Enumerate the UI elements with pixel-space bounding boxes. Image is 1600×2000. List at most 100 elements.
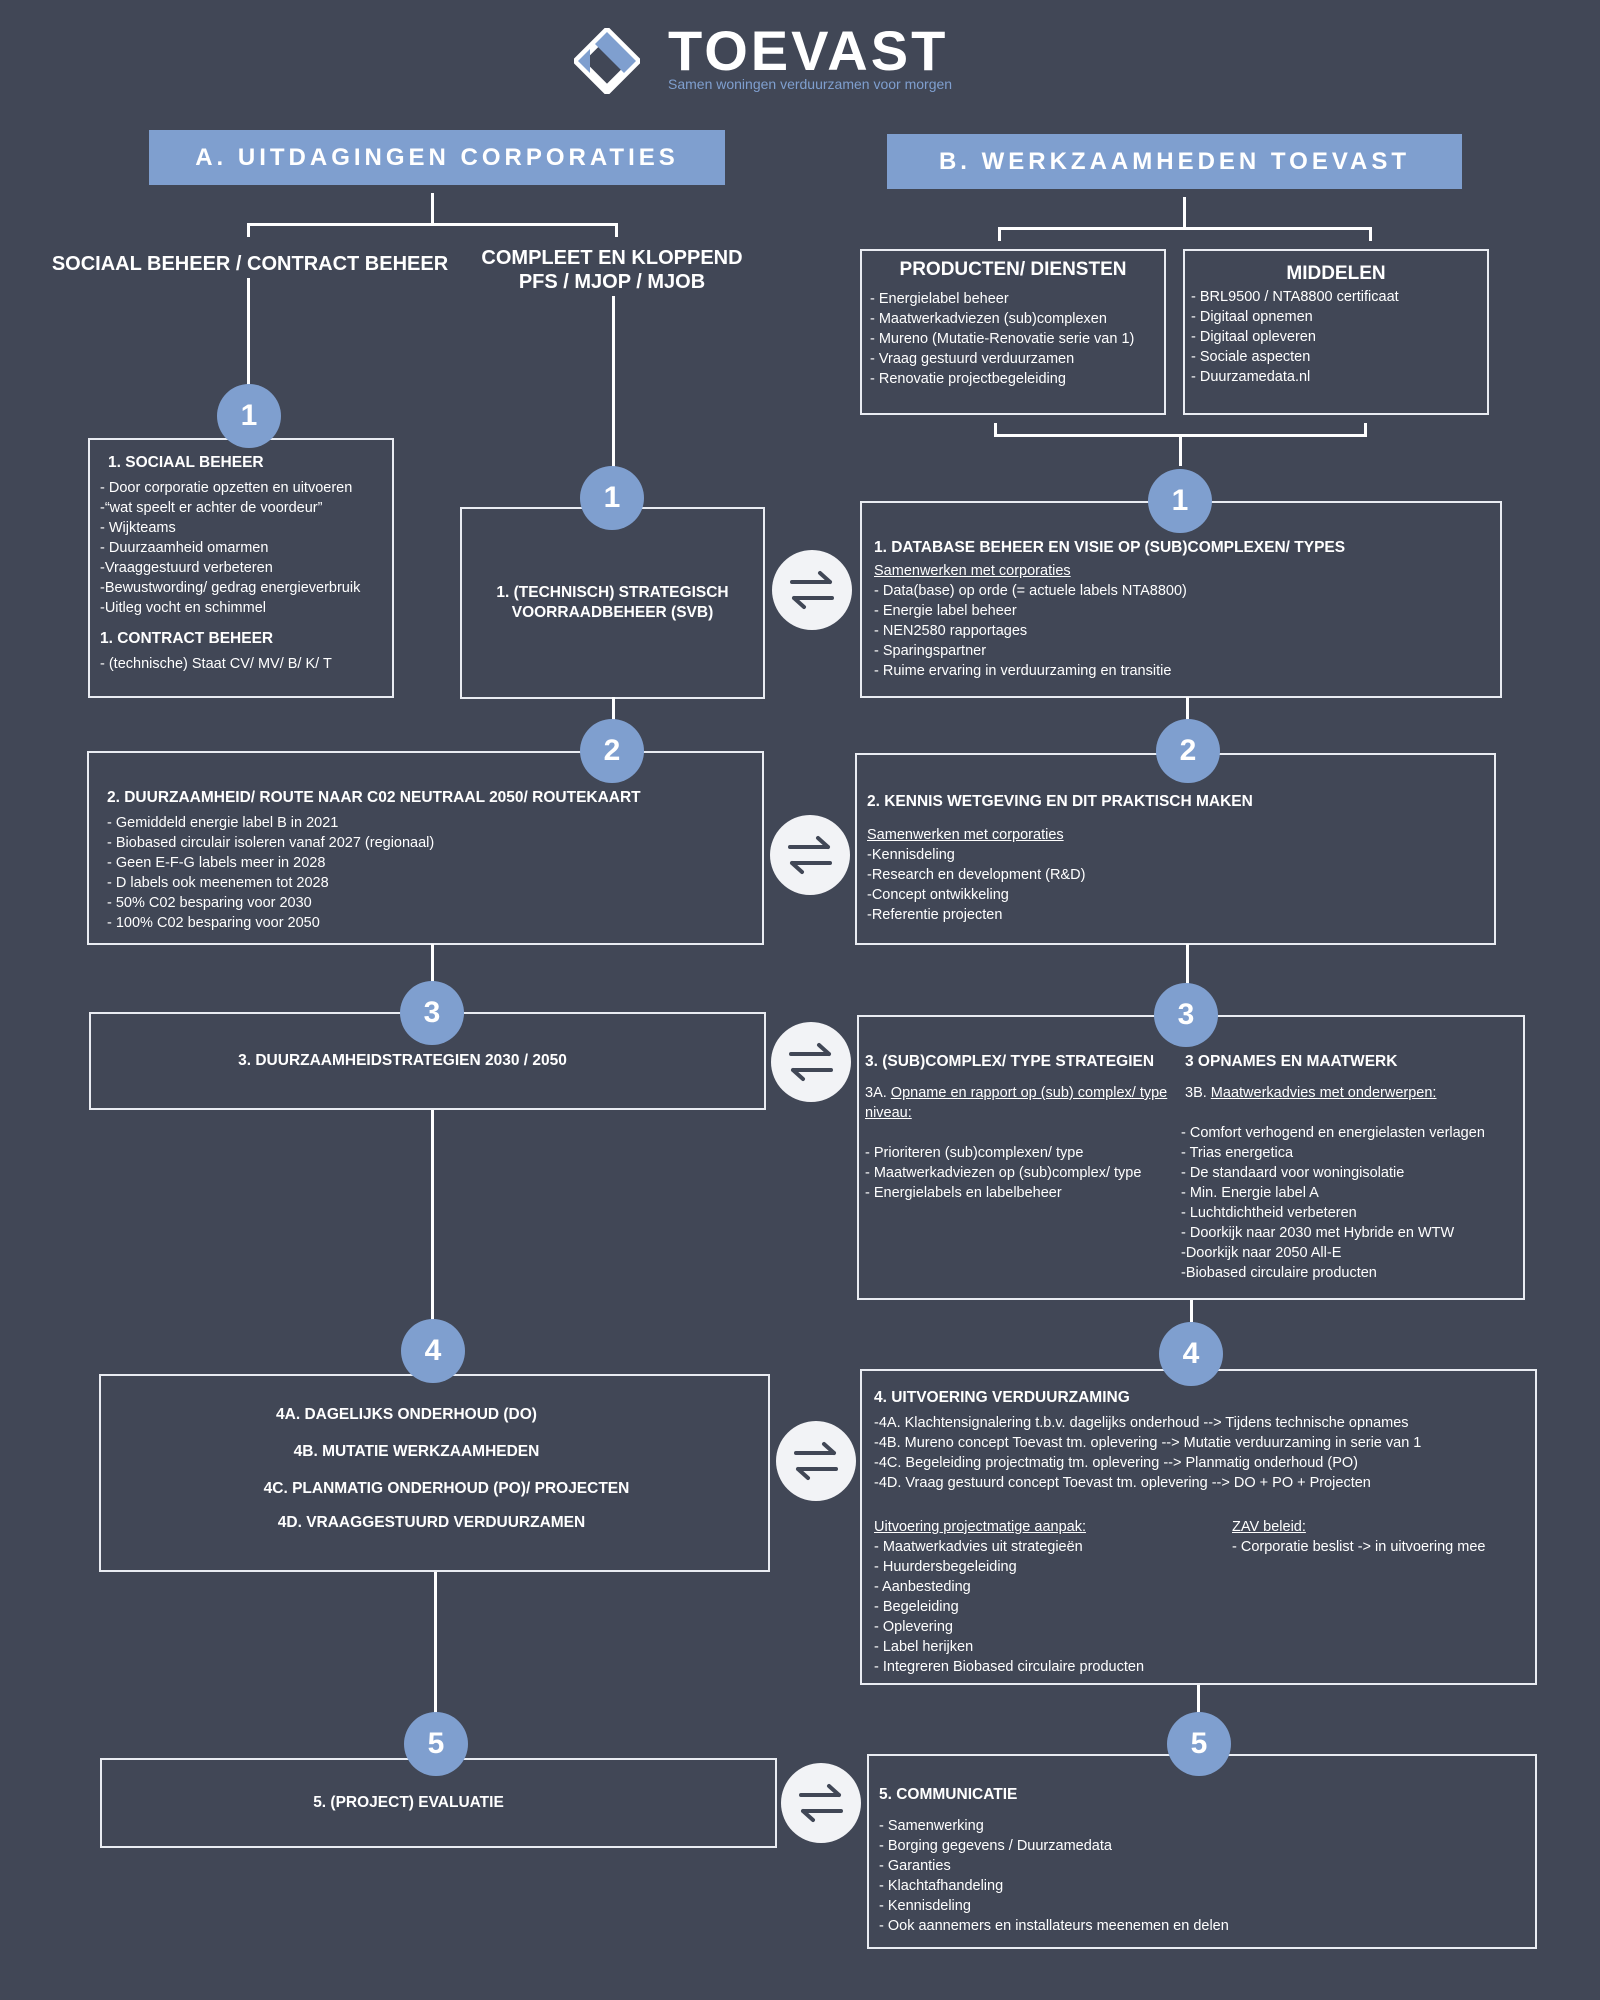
list-item: - Label herijken — [874, 1639, 974, 1655]
uitvoering-left-sub: Uitvoering projectmatige aanpak: — [874, 1519, 1086, 1535]
list-item: - Luchtdichtheid verbeteren — [1181, 1205, 1357, 1221]
list-item: - Digitaal opnemen — [1191, 309, 1313, 325]
svb-box: 1. (TECHNISCH) STRATEGISCH VOORRAADBEHEE… — [460, 507, 765, 699]
uitvoering-left: Uitvoering projectmatige aanpak: - Maatw… — [874, 1517, 1214, 1677]
list-item: - Energielabels en labelbeheer — [865, 1185, 1062, 1201]
list-item: - 50% C02 besparing voor 2030 — [107, 895, 312, 911]
list-item: - Integreren Biobased circulaire product… — [874, 1659, 1145, 1675]
communicatie-title: 5. COMMUNICATIE — [879, 1786, 1018, 1803]
connector — [1190, 1300, 1193, 1322]
list-item: -Doorkijk naar 2050 All-E — [1181, 1245, 1342, 1261]
kennis-list: -Kennisdeling -Research en development (… — [867, 845, 1484, 925]
social-beheer-box: 1. SOCIAAL BEHEER - Door corporatie opze… — [88, 438, 394, 698]
list-item: - Corporatie beslist -> in uitvoering me… — [1232, 1539, 1486, 1555]
list-item: -4A. Klachtensignalering t.b.v. dagelijk… — [874, 1415, 1409, 1431]
communicatie-box: 5. COMMUNICATIE - Samenwerking - Borging… — [867, 1754, 1537, 1949]
database-box: 1. DATABASE BEHEER EN VISIE OP (SUB)COMP… — [860, 501, 1502, 698]
list-item: - Min. Energie label A — [1181, 1185, 1319, 1201]
connector — [247, 223, 618, 226]
products-box: PRODUCTEN/ DIENSTEN - Energielabel behee… — [860, 249, 1166, 415]
step-number-a1b: 1 — [580, 466, 644, 530]
list-item: -Research en development (R&D) — [867, 867, 1086, 883]
connector — [247, 223, 250, 237]
list-item: - Maatwerkadvies uit strategieën — [874, 1539, 1083, 1555]
complex-right-list: - Comfort verhogend en energielasten ver… — [1181, 1123, 1525, 1283]
step-number-b3: 3 — [1154, 983, 1218, 1047]
step-number-a4: 4 — [401, 1319, 465, 1383]
uitvoering-right-list: - Corporatie beslist -> in uitvoering me… — [1232, 1537, 1532, 1557]
duurzaamheid-title: 2. DUURZAAMHEID/ ROUTE NAAR C02 NEUTRAAL… — [107, 789, 641, 806]
list-item: - Biobased circulair isoleren vanaf 2027… — [107, 835, 435, 851]
list-item: 4B. MUTATIE WERKZAAMHEDEN — [293, 1443, 540, 1460]
swap-arrows-icon — [771, 1022, 851, 1102]
uitvoering-right-sub: ZAV beleid: — [1232, 1519, 1306, 1535]
list-item: - Samenwerking — [879, 1818, 984, 1834]
means-title: MIDDELEN — [1286, 263, 1386, 284]
strategie-title: 3. DUURZAAMHEIDSTRATEGIEN 2030 / 2050 — [238, 1052, 567, 1069]
database-title: 1. DATABASE BEHEER EN VISIE OP (SUB)COMP… — [874, 539, 1346, 556]
list-item: - BRL9500 / NTA8800 certificaat — [1191, 289, 1399, 305]
connector — [1197, 1685, 1200, 1717]
complex-left-sub: 3A. Opname en rapport op (sub) complex/ … — [865, 1085, 1168, 1121]
list-item: - Ook aannemers en installateurs meeneme… — [879, 1918, 1229, 1934]
list-item: -Biobased circulaire producten — [1181, 1265, 1377, 1281]
database-list: - Data(base) op orde (= actuele labels N… — [874, 581, 1488, 681]
list-item: -Referentie projecten — [867, 907, 1003, 923]
list-item: -Bewustwording/ gedrag energieverbruik — [100, 580, 361, 596]
list-item: -4D. Vraag gestuurd concept Toevast tm. … — [874, 1475, 1371, 1491]
list-item: - Renovatie projectbegeleiding — [870, 371, 1066, 387]
list-item: - (technische) Staat CV/ MV/ B/ K/ T — [100, 656, 332, 672]
contract-list: - (technische) Staat CV/ MV/ B/ K/ T — [100, 654, 382, 674]
list-item: - Kennisdeling — [879, 1898, 971, 1914]
list-item: - Sociale aspecten — [1191, 349, 1311, 365]
list-item: - Maatwerkadviezen (sub)complexen — [870, 311, 1107, 327]
swap-arrows-icon — [781, 1763, 861, 1843]
list-item: - Prioriteren (sub)complexen/ type — [865, 1145, 1084, 1161]
swap-arrows-icon — [770, 815, 850, 895]
list-item: - De standaard voor woningisolatie — [1181, 1165, 1405, 1181]
products-title: PRODUCTEN/ DIENSTEN — [899, 259, 1127, 280]
uitvoering-corporatie-list: 4A. DAGELIJKS ONDERHOUD (DO) 4B. MUTATIE… — [91, 1406, 762, 1532]
uitvoering-toevast-box: 4. UITVOERING VERDUURZAMING -4A. Klachte… — [860, 1369, 1537, 1685]
connector — [1364, 423, 1367, 437]
complex-left: 3. (SUB)COMPLEX/ TYPE STRATEGIEN 3A. Opn… — [865, 1053, 1181, 1203]
complex-right: 3 OPNAMES EN MAATWERK 3B. Maatwerkadvies… — [1181, 1053, 1525, 1283]
communicatie-list: - Samenwerking - Borging gegevens / Duur… — [879, 1816, 1525, 1936]
connector — [1179, 434, 1182, 466]
list-item: - Klachtafhandeling — [879, 1878, 1004, 1894]
social-list: - Door corporatie opzetten en uitvoeren … — [100, 478, 382, 618]
list-item: - Doorkijk naar 2030 met Hybride en WTW — [1181, 1225, 1455, 1241]
step-number-a3: 3 — [400, 981, 464, 1045]
step-number-a5: 5 — [404, 1712, 468, 1776]
uitvoering-list: -4A. Klachtensignalering t.b.v. dagelijk… — [874, 1413, 1524, 1493]
connector — [431, 944, 434, 1014]
kennis-title: 2. KENNIS WETGEVING EN DIT PRAKTISCH MAK… — [867, 793, 1253, 810]
list-item: - Data(base) op orde (= actuele labels N… — [874, 583, 1187, 599]
complex-right-title: 3 OPNAMES EN MAATWERK — [1185, 1053, 1398, 1070]
complex-box: 3. (SUB)COMPLEX/ TYPE STRATEGIEN 3A. Opn… — [857, 1015, 1525, 1300]
evaluatie-title: 5. (PROJECT) EVALUATIE — [313, 1794, 504, 1811]
connector — [434, 1572, 437, 1720]
connector — [431, 193, 434, 225]
means-box: MIDDELEN - BRL9500 / NTA8800 certificaat… — [1183, 249, 1489, 415]
duurzaamheid-list: - Gemiddeld energie label B in 2021 - Bi… — [107, 813, 744, 933]
step-number-b4: 4 — [1159, 1322, 1223, 1386]
connector — [612, 296, 615, 468]
step-number-b1: 1 — [1148, 469, 1212, 533]
uitvoering-left-list: - Maatwerkadvies uit strategieën - Huurd… — [874, 1537, 1214, 1677]
list-item: - NEN2580 rapportages — [874, 623, 1028, 639]
means-list: - BRL9500 / NTA8800 certificaat - Digita… — [1191, 287, 1481, 387]
list-item: - Aanbesteding — [874, 1579, 971, 1595]
column-b-header: B. WERKZAAMHEDEN TOEVAST — [887, 134, 1462, 189]
list-item: - D labels ook meenemen tot 2028 — [107, 875, 329, 891]
uitvoering-top: 4. UITVOERING VERDUURZAMING -4A. Klachte… — [874, 1389, 1524, 1493]
list-item: 4C. PLANMATIG ONDERHOUD (PO)/ PROJECTEN — [263, 1480, 630, 1497]
list-item: -Kennisdeling — [867, 847, 955, 863]
step-number-a1: 1 — [217, 384, 281, 448]
list-item: - Geen E-F-G labels meer in 2028 — [107, 855, 326, 871]
list-item: -Vraaggestuurd verbeteren — [100, 560, 273, 576]
list-item: - Duurzaamheid omarmen — [100, 540, 269, 556]
list-item: - Vraag gestuurd verduurzamen — [870, 351, 1075, 367]
logo: TOEVAST Samen woningen verduurzamen voor… — [574, 19, 994, 104]
list-item: -“wat speelt er achter de voordeur” — [100, 500, 323, 516]
